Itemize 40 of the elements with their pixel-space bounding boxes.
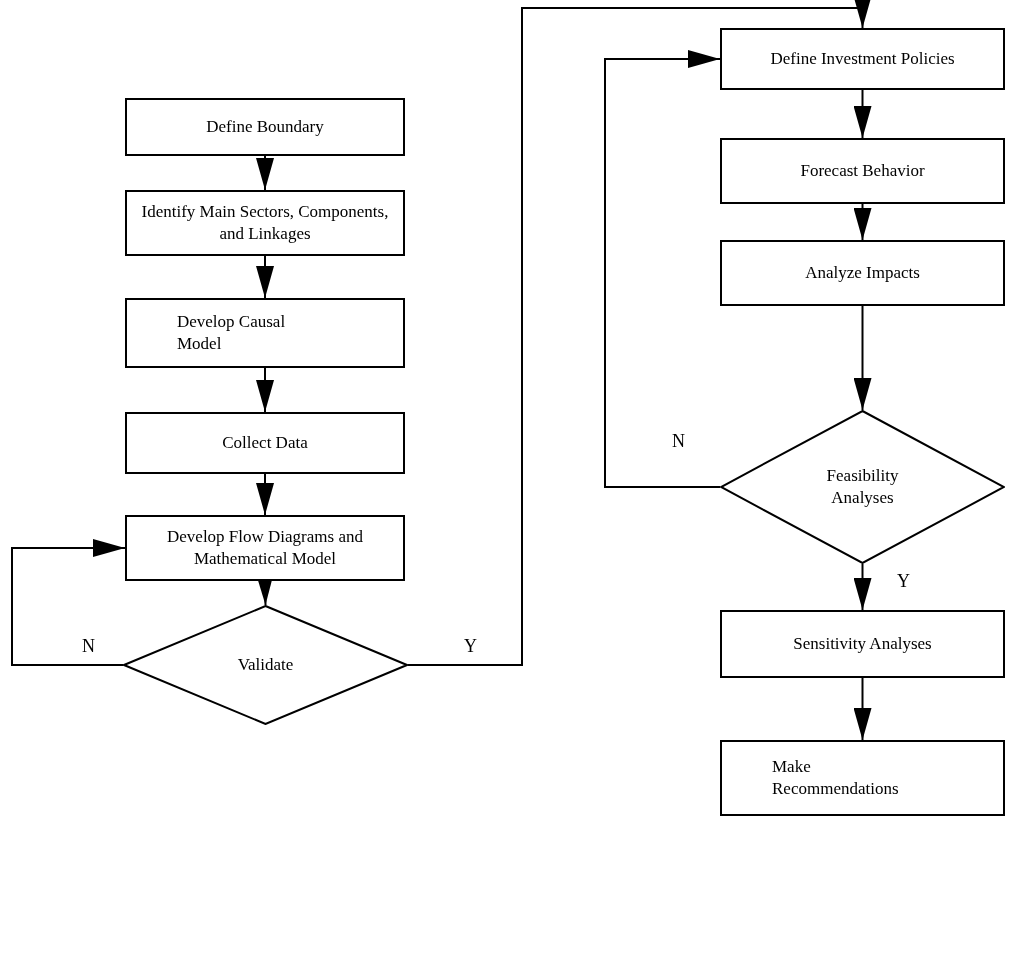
arrow — [853, 305, 872, 411]
decision-diamond — [720, 410, 1005, 564]
arrow — [256, 155, 274, 191]
arrow — [853, 89, 872, 139]
arrow — [407, 0, 872, 666]
node-label: Forecast Behavior — [800, 159, 925, 182]
node-label: Sensitivity Analyses — [793, 632, 932, 655]
arrow — [604, 50, 721, 488]
process-box — [125, 298, 405, 368]
edge-label: Y — [462, 637, 479, 655]
edge-label: N — [670, 432, 687, 450]
process-box — [125, 190, 405, 256]
node-label: Define Investment Policies — [770, 47, 955, 70]
node-label: Develop Flow Diagrams and Mathematical Model — [166, 525, 364, 570]
arrow — [256, 255, 274, 299]
arrow — [256, 473, 274, 516]
process-box — [125, 515, 405, 581]
node-label: Analyze Impacts — [805, 261, 920, 284]
process-box — [720, 740, 1005, 816]
process-box — [720, 610, 1005, 678]
node-label: Identify Main Sectors, Components, and Linkages — [140, 200, 390, 245]
node-label: Define Boundary — [206, 115, 324, 138]
process-box — [720, 240, 1005, 306]
process-box — [720, 138, 1005, 204]
process-box — [125, 98, 405, 156]
process-box — [720, 28, 1005, 90]
node-label: Make Recommendations — [772, 755, 900, 800]
arrow — [256, 367, 274, 413]
node-label: Develop Causal Model — [177, 310, 287, 355]
node-label: Feasibility Analyses — [825, 464, 900, 509]
node-label: Collect Data — [222, 431, 308, 454]
node-label: Validate — [237, 653, 294, 676]
process-box — [125, 412, 405, 474]
arrow — [853, 677, 872, 741]
decision-diamond — [123, 605, 408, 725]
arrow — [853, 203, 872, 241]
arrow — [11, 539, 126, 666]
arrow — [853, 563, 872, 611]
edge-label: Y — [895, 572, 912, 590]
edge-label: N — [80, 637, 97, 655]
